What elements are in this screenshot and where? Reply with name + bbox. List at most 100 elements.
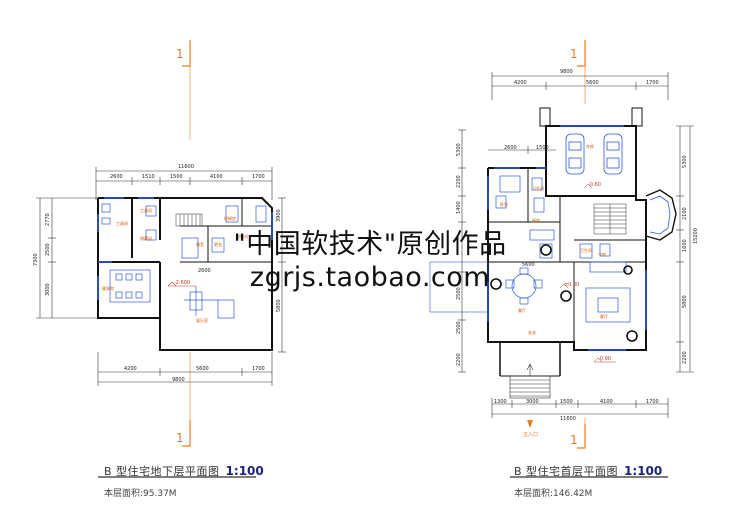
section-marker-bottom-left: 1	[176, 352, 191, 447]
dim-bottom-part: 1300	[494, 399, 507, 405]
windows	[97, 197, 273, 300]
dim-top-part: 1700	[252, 174, 265, 180]
dim-right: 2200	[682, 351, 688, 364]
stairs	[175, 213, 203, 227]
level-label: ±0.00	[564, 282, 579, 288]
room-label: 卫生间	[532, 185, 544, 191]
dim-right: 3900	[276, 209, 282, 222]
dim-right: 2100	[682, 207, 688, 220]
dim-left: 2200	[456, 353, 462, 366]
dimensions-bottom	[491, 398, 669, 418]
dim-top-part: 1700	[646, 80, 659, 86]
watermark-line1: "中国软技术"原创作品	[233, 229, 507, 260]
basement-title: B 型住宅地下层平面图 1:100	[104, 460, 264, 479]
marker-label: 1	[176, 47, 184, 61]
ground-title: B 型住宅首层平面图 1:100	[514, 460, 662, 479]
ground-scale: 1:100	[624, 464, 663, 478]
dim-bottom-part: 4200	[124, 366, 137, 372]
dim-left: 3000	[45, 283, 51, 296]
dim-right: 5800	[276, 299, 282, 312]
room-label: 更衣	[214, 241, 222, 247]
garage-cars	[565, 133, 623, 175]
ground-plan: 1 9800 4200 5600 1700 2600 1500	[429, 40, 699, 478]
dimensions-left	[458, 129, 466, 373]
section-marker-top-right: 1	[570, 40, 586, 104]
dimensions-top	[491, 72, 669, 100]
room-label: 暗室	[196, 241, 204, 247]
bay-window	[645, 189, 677, 241]
dim-upper: 2600	[504, 145, 517, 151]
dim-right-total: 15200	[693, 228, 699, 244]
room-labels: 车库 卧室 卫生间 厨房 餐厅 客厅 卫生间 玄关 书房	[500, 143, 608, 335]
room-label: 厨房	[532, 217, 540, 223]
room-label: 玄关	[528, 329, 536, 335]
room-label: 卧室	[500, 201, 508, 207]
dim-bottom-part: 3000	[526, 399, 539, 405]
entrance-arrow: 主入口	[523, 420, 538, 438]
dim-left-total: 7300	[33, 253, 39, 266]
dim-top-total: 9800	[560, 69, 573, 75]
dimensions-right	[676, 125, 694, 373]
dim-top-part: 5600	[586, 80, 599, 86]
room-label: 娱乐室	[196, 317, 208, 323]
room-label: 工具间	[140, 207, 152, 213]
room-label: 保姆房	[224, 215, 236, 221]
dimensions-right	[278, 197, 286, 353]
marker-label: 1	[176, 431, 184, 445]
dim-left: 1400	[456, 201, 462, 214]
furniture	[495, 175, 631, 323]
dim-bottom-part: 1500	[560, 399, 573, 405]
dim-right: 5300	[682, 155, 688, 168]
basement-plan: 1 11600 2600 1510 1500 4100 1700	[33, 40, 286, 478]
dim-bottom-part: 5600	[196, 366, 209, 372]
room-label: 车库	[586, 143, 594, 149]
room-label: 餐厅	[518, 307, 526, 313]
dim-right: 1600	[682, 239, 688, 252]
dim-mid: 2600	[198, 268, 211, 274]
marker-label: 1	[570, 47, 578, 61]
dim-top-part: 4100	[210, 174, 223, 180]
room-label: 书房	[598, 251, 606, 257]
dim-bottom-part: 4100	[600, 399, 613, 405]
room-label: 配电间	[236, 233, 248, 239]
basement-title-text: B 型住宅地下层平面图	[104, 465, 220, 478]
dim-top-part: 2600	[110, 174, 123, 180]
dim-mid: 5600	[522, 262, 535, 268]
section-marker-top-left: 1	[176, 40, 191, 140]
ground-title-text: B 型住宅首层平面图	[514, 465, 619, 478]
entrance-steps	[509, 363, 551, 399]
basement-area: 本层面积:95.37M	[104, 489, 177, 499]
ground-area: 本层面积:146.42M	[514, 489, 593, 499]
room-label: 工具间	[116, 220, 128, 226]
windows	[487, 125, 647, 351]
dimensions-top	[95, 167, 273, 200]
dim-bottom-total: 9800	[172, 377, 185, 383]
dim-top-part: 1500	[170, 174, 183, 180]
dim-left: 5300	[456, 143, 462, 156]
level-label: -0.60	[588, 182, 601, 188]
dim-right: 5800	[682, 295, 688, 308]
dim-bottom-part: 1700	[646, 399, 659, 405]
level-label: -0.90	[598, 356, 611, 362]
furniture	[101, 203, 267, 319]
level-marker: -2.600	[167, 280, 196, 287]
dim-left: 2500	[456, 287, 462, 300]
room-label: 卫生间	[580, 247, 592, 253]
dimensions-bottom	[97, 352, 273, 386]
dim-left: 2500	[456, 321, 462, 334]
dim-top-total: 11600	[178, 164, 194, 170]
watermark-line2: zgrjs.taobao.com	[249, 262, 491, 293]
dim-bottom-total: 11600	[560, 416, 576, 422]
room-label: 客厅	[600, 313, 608, 319]
level-markers: -0.60 ±0.00 -0.90	[559, 182, 616, 363]
basement-scale: 1:100	[225, 464, 264, 478]
dim-upper: 1500	[536, 145, 549, 151]
entrance-label: 主入口	[523, 431, 538, 438]
dim-top-part: 1510	[142, 174, 155, 180]
dim-left: 2500	[45, 243, 51, 256]
dimensions-upper	[488, 146, 556, 154]
dim-left: 2200	[456, 175, 462, 188]
dimensions-left	[36, 197, 100, 319]
dim-bottom-part: 1700	[252, 366, 265, 372]
